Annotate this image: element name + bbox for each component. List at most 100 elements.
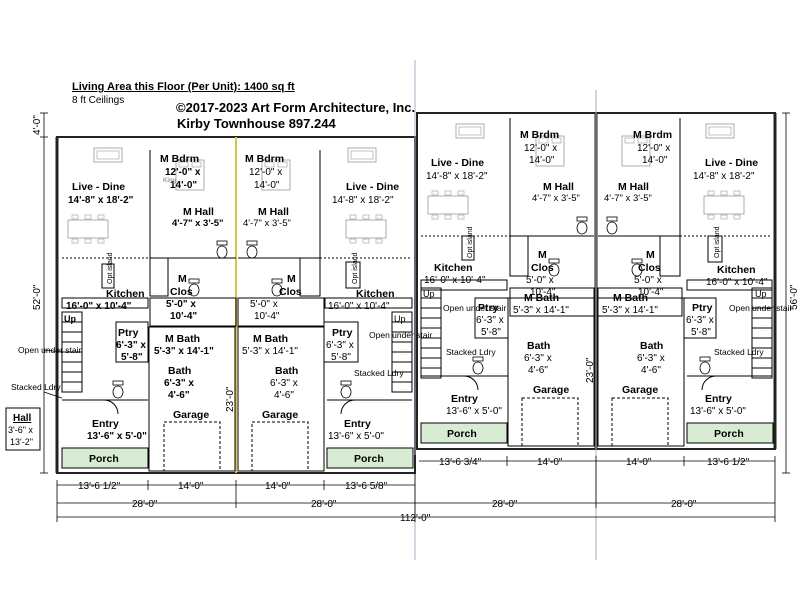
dim-u4: 28'-0" bbox=[671, 499, 697, 510]
dim-b1: 13'-6 1/2" bbox=[78, 481, 121, 492]
room-m-bath: M Bath bbox=[524, 292, 559, 304]
dim-b7: 14'-0" bbox=[626, 457, 652, 468]
porch-left-2 bbox=[326, 447, 414, 469]
room-m-clos-1: M bbox=[287, 273, 296, 285]
dim-u2: 28'-0" bbox=[311, 499, 337, 510]
stacked-ldry-label: Stacked Ldry bbox=[714, 347, 764, 357]
room-m-clos-1: M bbox=[178, 273, 187, 285]
room-m-clos-dim1: 5'-0" x bbox=[634, 275, 662, 286]
room-entry-dim: 13'-6" x 5'-0" bbox=[446, 406, 502, 417]
room-entry: Entry bbox=[705, 393, 732, 405]
opt-island-label: Opt island bbox=[352, 252, 359, 284]
room-ptry-dim2: 5'-8" bbox=[121, 352, 143, 363]
room-garage: Garage bbox=[533, 384, 569, 396]
porch-right-2 bbox=[686, 422, 774, 444]
room-bath: Bath bbox=[168, 365, 191, 377]
room-live-dine-dim: 14'-8" x 18'-2" bbox=[332, 195, 394, 206]
room-entry: Entry bbox=[92, 418, 119, 430]
room-m-clos-2: Clos bbox=[170, 286, 193, 298]
stair-up: Up bbox=[423, 289, 435, 299]
room-kitchen: Kitchen bbox=[717, 264, 756, 276]
room-kitchen: Kitchen bbox=[434, 262, 473, 274]
room-entry-dim: 13'-6" x 5'-0" bbox=[690, 406, 746, 417]
plan-title: Kirby Townhouse 897.244 bbox=[177, 116, 336, 131]
stacked-ldry-label: Stacked Ldry bbox=[354, 368, 404, 378]
room-m-brdm-dim2: 14'-0" bbox=[642, 155, 668, 166]
dim-b2: 14'-0" bbox=[178, 481, 204, 492]
room-bath-dim1: 6'-3" x bbox=[164, 378, 194, 389]
room-m-hall: M Hall bbox=[183, 206, 214, 218]
living-area-label: Living Area this Floor (Per Unit): 1400 … bbox=[72, 81, 295, 93]
room-bath: Bath bbox=[640, 340, 663, 352]
opt-island-label: Opt island bbox=[714, 226, 721, 258]
dim-u3: 28'-0" bbox=[492, 499, 518, 510]
room-live-dine: Live - Dine bbox=[705, 157, 758, 169]
room-ptry-dim2: 5'-8" bbox=[481, 327, 501, 338]
bed-label: King bbox=[163, 178, 177, 184]
room-m-bath-dim: 5'-3" x 14'-1" bbox=[602, 305, 658, 316]
room-entry: Entry bbox=[451, 393, 478, 405]
room-entry-dim: 13'-6" x 5'-0" bbox=[328, 431, 384, 442]
stacked-ldry-label: Stacked Ldry bbox=[11, 382, 61, 392]
room-m-bdrm: M Bdrm bbox=[245, 153, 284, 165]
room-m-clos-1: M bbox=[538, 249, 547, 261]
room-m-hall-dim: 4'-7" x 3'-5" bbox=[532, 193, 580, 204]
room-m-bdrm-dim1: 12'-0" x bbox=[249, 167, 282, 178]
room-ptry-dim1: 6'-3" x bbox=[116, 340, 146, 351]
room-m-clos-dim1: 5'-0" x bbox=[526, 275, 554, 286]
room-garage: Garage bbox=[173, 409, 209, 421]
room-bath-dim2: 4'-6" bbox=[528, 365, 548, 376]
room-ptry: Ptry bbox=[478, 302, 499, 314]
room-kitchen-dim: 16'-0" x 10'-4" bbox=[424, 275, 486, 286]
room-m-hall: M Hall bbox=[543, 181, 574, 193]
room-m-bath-dim: 5'-3" x 14'-1" bbox=[242, 346, 298, 357]
room-m-brdm: M Brdm bbox=[633, 129, 672, 141]
room-m-clos-dim2: 10'-4" bbox=[170, 311, 197, 322]
dim-garage-depth: 23'-0" bbox=[585, 357, 596, 383]
room-m-bath-dim: 5'-3" x 14'-1" bbox=[154, 346, 214, 357]
room-garage: Garage bbox=[622, 384, 658, 396]
ceiling-height-label: 8 ft Ceilings bbox=[72, 95, 125, 106]
stair-up: Up bbox=[64, 314, 76, 324]
room-m-bdrm-dim1: 12'-0" x bbox=[165, 167, 201, 178]
hall-label-box bbox=[5, 407, 41, 451]
porch-right-1 bbox=[420, 422, 508, 444]
room-hall-dim2: 13'-2" bbox=[10, 437, 33, 447]
room-m-hall: M Hall bbox=[618, 181, 649, 193]
room-m-clos-2: Clos bbox=[638, 262, 661, 274]
garage-right-1 bbox=[507, 297, 595, 447]
room-bath-dim2: 4'-6" bbox=[168, 390, 190, 401]
dim-top-left: 4'-0" bbox=[32, 115, 43, 135]
room-m-bath: M Bath bbox=[613, 292, 648, 304]
stair-up: Up bbox=[394, 314, 406, 324]
room-live-dine-dim: 14'-8" x 18'-2" bbox=[68, 195, 134, 206]
room-bath: Bath bbox=[275, 365, 298, 377]
room-m-clos-1: M bbox=[646, 249, 655, 261]
room-garage: Garage bbox=[262, 409, 298, 421]
opt-island-label: Opt island bbox=[107, 252, 114, 284]
room-hall: Hall bbox=[13, 413, 32, 424]
room-kitchen: Kitchen bbox=[106, 288, 145, 300]
room-ptry: Ptry bbox=[692, 302, 713, 314]
room-live-dine: Live - Dine bbox=[346, 181, 399, 193]
room-kitchen-dim: 16'-0" x 10'-4" bbox=[328, 301, 390, 312]
room-m-clos-dim2: 10'-4" bbox=[638, 287, 664, 298]
room-kitchen-dim: 16'-0" x 10'-4" bbox=[66, 301, 132, 312]
dim-total: 112'-0" bbox=[400, 513, 431, 524]
room-live-dine: Live - Dine bbox=[72, 181, 125, 193]
dim-u1: 28'-0" bbox=[132, 499, 158, 510]
room-live-dine-dim: 14'-8" x 18'-2" bbox=[426, 171, 488, 182]
room-m-bath-dim: 5'-3" x 14'-1" bbox=[513, 305, 569, 316]
dim-b5: 13'-6 3/4" bbox=[439, 457, 482, 468]
room-kitchen: Kitchen bbox=[356, 288, 395, 300]
room-hall-dim1: 3'-6" x bbox=[8, 425, 33, 435]
room-m-bath: M Bath bbox=[253, 333, 288, 345]
dim-garage-depth: 23'-0" bbox=[225, 386, 236, 412]
stacked-ldry-label: Stacked Ldry bbox=[446, 347, 496, 357]
room-m-clos-dim1: 5'-0" x bbox=[250, 299, 278, 310]
room-m-hall-dim: 4'-7" x 3'-5" bbox=[172, 218, 224, 229]
room-bath-dim1: 6'-3" x bbox=[270, 378, 298, 389]
room-m-brdm: M Brdm bbox=[520, 129, 559, 141]
room-m-hall-dim: 4'-7" x 3'-5" bbox=[243, 218, 291, 229]
open-under-stair-label: Open under stair bbox=[18, 345, 81, 355]
